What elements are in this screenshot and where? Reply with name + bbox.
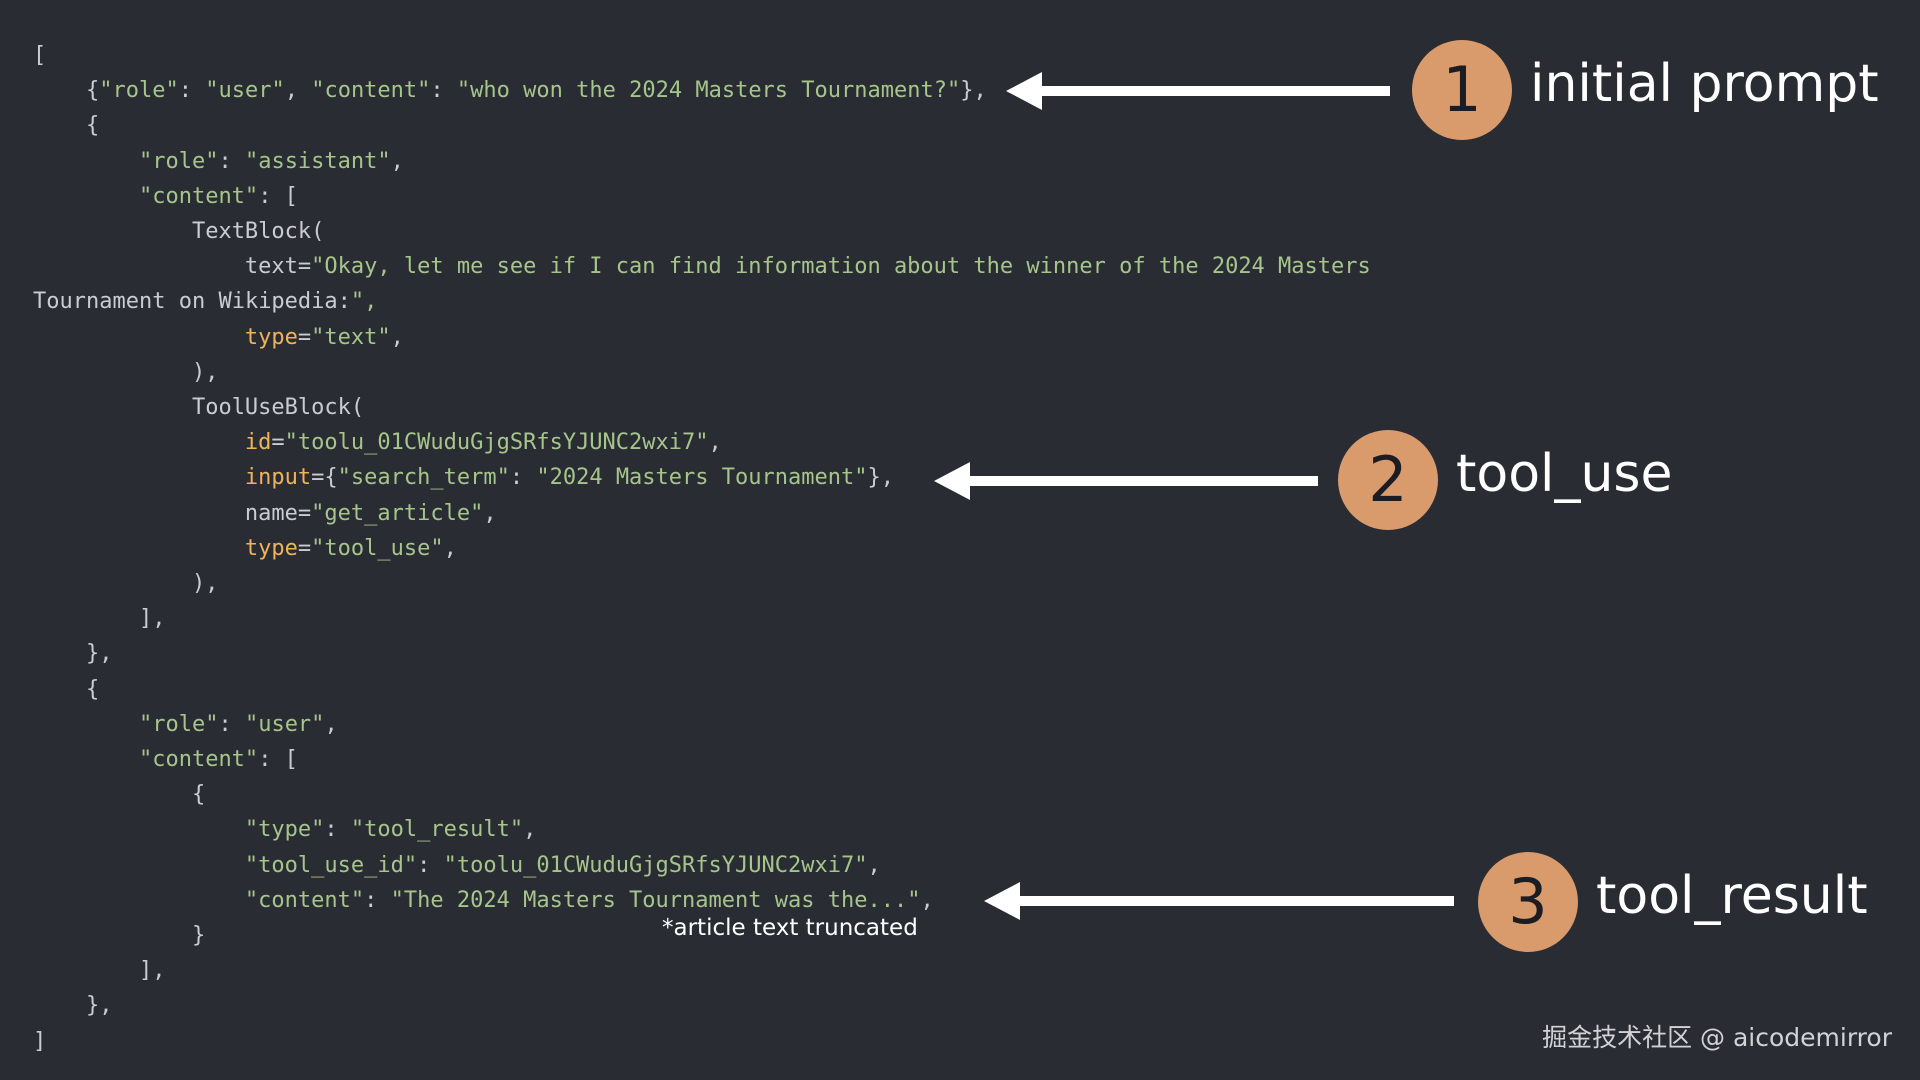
code-line: "role": "assistant", — [138, 148, 404, 174]
callout-label: tool_use — [1456, 444, 1673, 504]
arrow-3-icon — [984, 882, 1454, 920]
code-line: id="toolu_01CWuduGjgSRfsYJUNC2wxi7", — [244, 430, 722, 456]
code-line: } — [33, 923, 206, 948]
callout-label: tool_result — [1596, 866, 1868, 926]
code-line: {"role": "user", "content": "who won the… — [33, 78, 987, 104]
callout-tool-use: 2 tool_use — [1338, 430, 1673, 530]
code-line: "content": [ — [138, 183, 298, 209]
code-line: type="text", — [244, 324, 404, 350]
code-line: ), — [33, 571, 219, 596]
code-line: ] — [33, 1028, 47, 1054]
code-line: name="get_article", — [244, 500, 497, 526]
arrow-2-icon — [934, 462, 1318, 500]
code-line: [ — [33, 43, 47, 68]
code-line: "content": [ — [138, 747, 298, 772]
code-line: "content": "The 2024 Masters Tournament … — [244, 887, 934, 913]
truncation-note: *article text truncated — [662, 915, 918, 941]
code-line: ], — [33, 958, 166, 984]
code-line: "tool_use_id": "toolu_01CWuduGjgSRfsYJUN… — [244, 852, 881, 878]
callout-initial-prompt: 1 initial prompt — [1412, 40, 1879, 140]
code-line: "type": "tool_result", — [244, 817, 537, 843]
callout-badge: 3 — [1478, 852, 1578, 952]
code-line: { — [33, 676, 100, 702]
callout-label: initial prompt — [1530, 54, 1879, 114]
code-line: TextBlock( — [191, 219, 325, 244]
callout-badge: 1 — [1412, 40, 1512, 140]
arrow-1-icon — [1006, 72, 1390, 110]
code-line: ], — [33, 606, 166, 632]
watermark: 掘金技术社区 @ aicodemirror — [1542, 1023, 1892, 1052]
code-line: input={"search_term": "2024 Masters Tour… — [244, 465, 894, 491]
code-line: "role": "user", — [138, 711, 338, 737]
code-line: }, — [33, 993, 113, 1019]
code-line: type="tool_use", — [244, 535, 457, 561]
code-line: }, — [33, 641, 113, 667]
callout-badge: 2 — [1338, 430, 1438, 530]
code-line: text="Okay, let me see if I can find inf… — [244, 254, 1371, 280]
code-line: ToolUseBlock( — [191, 395, 365, 420]
code-line: { — [33, 782, 206, 808]
code-line: Tournament on Wikipedia:", — [33, 289, 378, 315]
callout-tool-result: 3 tool_result — [1478, 852, 1868, 952]
code-line: { — [33, 113, 100, 139]
code-line: ), — [33, 359, 219, 385]
